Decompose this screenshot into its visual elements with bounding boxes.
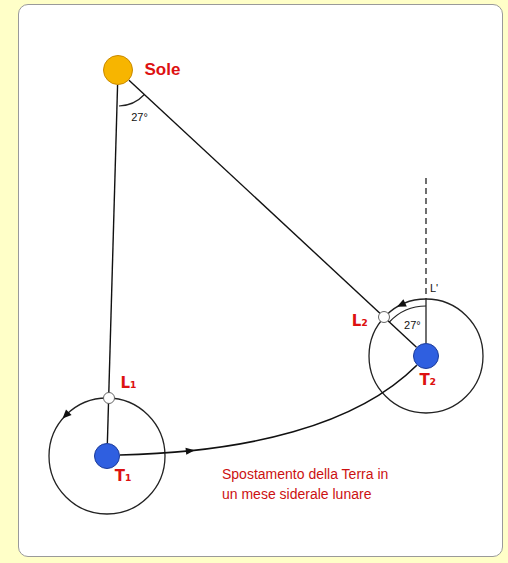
body-label: Sole <box>145 60 181 80</box>
orbit-arrowhead <box>63 409 72 418</box>
body-label: L₁ <box>120 374 136 392</box>
sun-disc: Sole <box>103 55 133 85</box>
body-label: T₁ <box>115 467 132 485</box>
moon-orbit <box>49 398 165 514</box>
angle-label: 27° <box>403 319 422 331</box>
connector-line <box>107 85 117 443</box>
angle-arc <box>119 95 144 107</box>
connector-line <box>120 365 417 455</box>
body-label: T₂ <box>419 371 436 389</box>
moon-position: L₂ <box>378 311 390 323</box>
sightline <box>107 85 117 443</box>
displacement-arrow <box>120 365 417 455</box>
angle-label: 27° <box>130 111 149 123</box>
body-label: L₂ <box>352 312 368 330</box>
earth-disc: T₁ <box>94 443 120 469</box>
sightline <box>129 80 416 347</box>
earth-disc: T₂ <box>413 343 439 369</box>
orbit-arrowhead <box>397 299 407 307</box>
reference-direction <box>425 298 426 343</box>
moon-position: L₁ <box>103 392 115 404</box>
point-label: L' <box>430 282 438 294</box>
reference-direction <box>425 178 426 298</box>
connector-line <box>129 80 416 347</box>
note-text: Spostamento della Terra in un mese sider… <box>222 464 401 505</box>
arrowhead <box>186 448 195 455</box>
moon-orbit <box>369 299 483 413</box>
